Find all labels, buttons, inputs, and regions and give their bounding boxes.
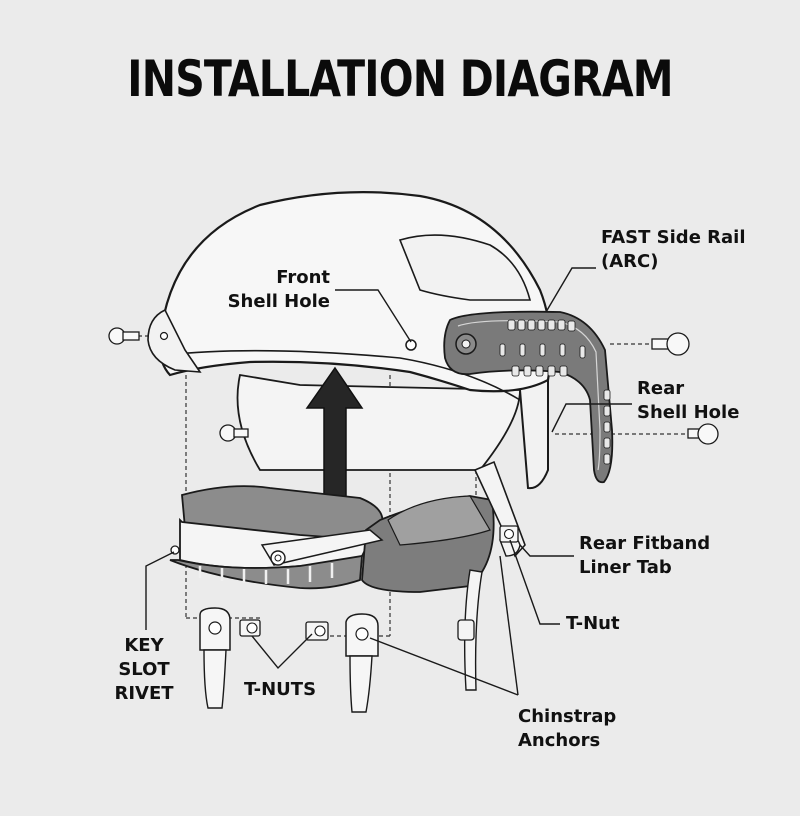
left-screw-upper bbox=[108, 327, 140, 345]
label-line: Shell Hole bbox=[637, 402, 740, 423]
t-nut-right bbox=[305, 621, 329, 641]
label-line: Liner Tab bbox=[579, 557, 672, 578]
t-nut-label: T-Nut bbox=[566, 612, 620, 636]
label-line: Chinstrap bbox=[518, 706, 617, 727]
t-nut-rear bbox=[499, 525, 519, 543]
leader-lines bbox=[145, 267, 632, 696]
label-line: SLOT bbox=[118, 659, 170, 680]
label-line: KEY bbox=[124, 635, 164, 656]
label-line: Rear bbox=[637, 378, 685, 399]
rear-fitband-liner-tab-label: Rear Fitband Liner Tab bbox=[579, 532, 710, 580]
pad-assembly bbox=[169, 485, 495, 593]
label-line: Rear Fitband bbox=[579, 533, 711, 554]
fast-side-rail bbox=[443, 310, 614, 484]
t-nuts-label: T-NUTS bbox=[244, 678, 316, 702]
shell-left-ear bbox=[147, 308, 202, 373]
front-shell-hole bbox=[405, 339, 417, 351]
page-title: INSTALLATION DIAGRAM bbox=[127, 50, 673, 108]
front-shell-hole-label: Front Shell Hole bbox=[222, 266, 330, 314]
fast-side-rail-label: FAST Side Rail (ARC) bbox=[601, 226, 746, 274]
rail-screw-rear bbox=[687, 423, 719, 445]
label-line: Anchors bbox=[518, 730, 601, 751]
t-nut-left bbox=[239, 619, 261, 637]
screws bbox=[108, 327, 719, 445]
rail-screw-front bbox=[651, 332, 690, 356]
key-slot-rivet-label: KEY SLOT RIVET bbox=[108, 634, 180, 706]
chinstrap-anchors-label: Chinstrap Anchors bbox=[518, 705, 616, 753]
label-line: T-NUTS bbox=[244, 679, 317, 700]
label-line: Shell Hole bbox=[227, 291, 330, 312]
label-line: FAST Side Rail bbox=[601, 227, 746, 248]
label-line: T-Nut bbox=[566, 613, 620, 634]
shell-vent-panel bbox=[398, 234, 532, 301]
rear-shell-hole-label: Rear Shell Hole bbox=[637, 377, 739, 425]
label-line: RIVET bbox=[114, 683, 174, 704]
label-line: (ARC) bbox=[601, 251, 659, 272]
chinstrap-anchor-left bbox=[199, 607, 231, 709]
left-screw-lower bbox=[219, 424, 249, 442]
chinstrap-anchor-right bbox=[345, 613, 379, 713]
label-line: Front bbox=[276, 267, 330, 288]
